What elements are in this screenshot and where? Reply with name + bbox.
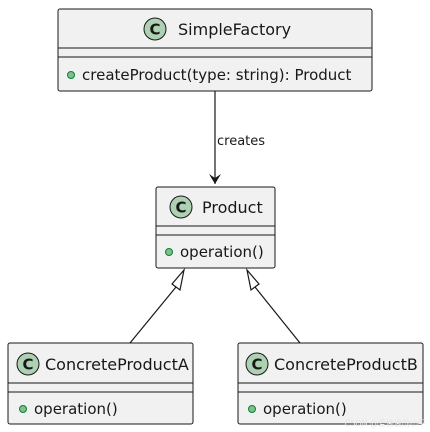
inheritance-line bbox=[129, 286, 177, 344]
method-label: createProduct(type: string): Product bbox=[82, 66, 352, 84]
method-label: operation() bbox=[34, 400, 118, 418]
class-name: ConcreteProductA bbox=[45, 355, 189, 374]
inheritance-a bbox=[129, 267, 186, 344]
public-method-icon bbox=[67, 71, 75, 79]
watermark: CSDN @爱偷偷的小平 bbox=[345, 418, 426, 428]
inheritance-triangle bbox=[171, 267, 186, 292]
class-product[interactable]: C Product operation() bbox=[155, 186, 276, 269]
class-c-icon bbox=[143, 17, 167, 41]
class-stereotype-letter: C bbox=[175, 199, 186, 217]
class-stereotype-letter: C bbox=[22, 356, 33, 374]
inheritance-triangle bbox=[245, 267, 260, 292]
class-name: Product bbox=[202, 198, 263, 217]
class-c-icon bbox=[16, 352, 40, 376]
class-c-icon bbox=[245, 352, 269, 376]
creates-relation: creates bbox=[209, 91, 265, 184]
method-label: operation() bbox=[263, 400, 347, 418]
class-stereotype-letter: C bbox=[251, 356, 262, 374]
class-stereotype-letter: C bbox=[149, 21, 160, 39]
public-method-icon bbox=[248, 405, 256, 413]
public-method-icon bbox=[19, 405, 27, 413]
inheritance-b bbox=[245, 267, 301, 344]
class-c-icon bbox=[169, 195, 193, 219]
class-concrete-product-a[interactable]: C ConcreteProductA operation() bbox=[7, 342, 194, 425]
method-label: operation() bbox=[180, 243, 264, 261]
class-concrete-product-b[interactable]: C ConcreteProductB operation() bbox=[237, 342, 424, 425]
class-name: SimpleFactory bbox=[178, 20, 291, 39]
inheritance-line bbox=[254, 286, 301, 344]
creates-label: creates bbox=[217, 134, 265, 149]
class-name: ConcreteProductB bbox=[274, 355, 418, 374]
class-simple-factory[interactable]: C SimpleFactory createProduct(type: stri… bbox=[57, 8, 373, 92]
public-method-icon bbox=[165, 248, 173, 256]
